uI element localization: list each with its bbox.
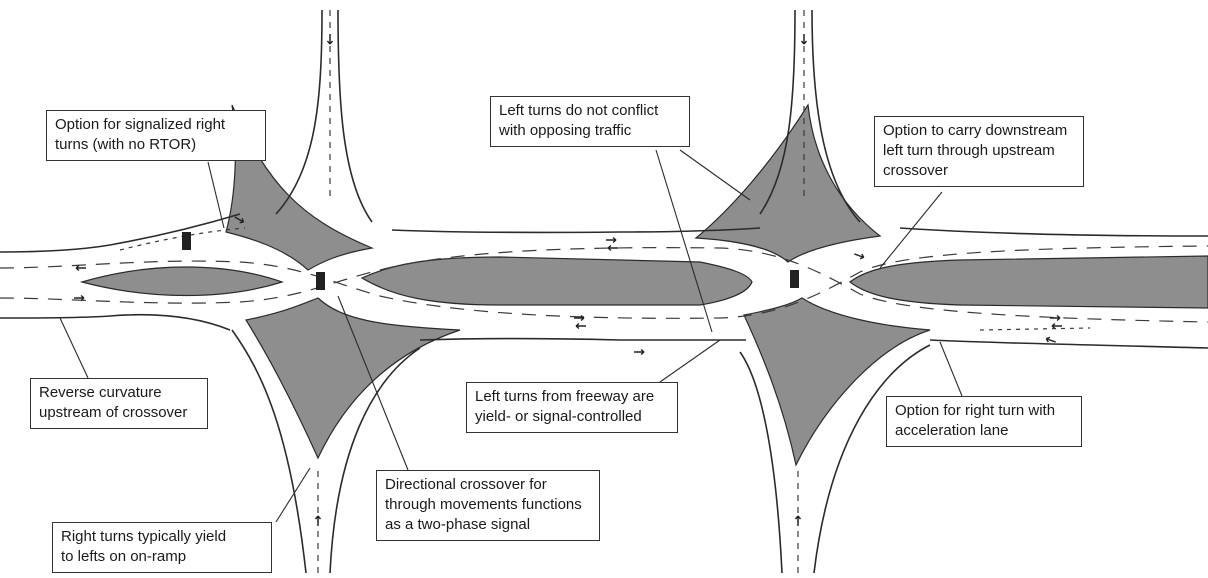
callout-reverse-curvature: Reverse curvature upstream of crossover — [30, 378, 208, 429]
callout-text: crossover — [883, 162, 949, 179]
arrow-icon — [75, 264, 86, 272]
arrow-icon — [574, 314, 585, 322]
callout-text: yield- or signal-controlled — [475, 408, 642, 425]
callout-text: acceleration lane — [895, 422, 1009, 439]
callout-text: to lefts on on-ramp — [61, 548, 187, 565]
callout-text: Option to carry downstream — [883, 122, 1068, 139]
arrow-icon — [800, 34, 808, 45]
median-center — [360, 256, 753, 306]
callout-text: Right turns typically yield — [61, 528, 227, 545]
signal-icon — [316, 272, 325, 290]
arrow-icon — [794, 515, 802, 526]
traffic-signals — [182, 232, 799, 290]
median-right-east — [849, 255, 1208, 309]
callout-text: Left turns from freeway are — [475, 388, 655, 405]
arrow-icon — [606, 236, 617, 244]
arrow-icon — [1051, 322, 1062, 330]
arrow-icon — [74, 294, 85, 302]
callout-downstream-left-turn: Option to carry downstream left turn thr… — [874, 116, 1084, 187]
island-right-north — [694, 103, 882, 263]
callout-left-turns-no-conflict: Left turns do not conflict with opposing… — [490, 96, 690, 147]
arrow-icon — [1050, 314, 1061, 322]
callout-text: Option for signalized right — [55, 116, 226, 133]
signal-icon — [790, 270, 799, 288]
callout-signalized-right-turns: Option for signalized right turns (with … — [46, 110, 266, 161]
callout-text: left turn through upstream — [883, 142, 1055, 159]
island-left-north — [225, 104, 375, 271]
island-left-south — [245, 297, 461, 460]
callout-text: turns (with no RTOR) — [55, 136, 197, 153]
leader-lines — [59, 149, 963, 523]
arrow-icon — [1045, 336, 1056, 343]
callout-text: Option for right turn with — [895, 402, 1056, 419]
direction-arrows — [74, 34, 1062, 526]
callout-text: Directional crossover for — [385, 476, 547, 493]
road-edges — [0, 9, 1208, 574]
callout-freeway-left-turns: Left turns from freeway are yield- or si… — [466, 382, 678, 433]
arrow-icon — [326, 34, 334, 45]
arrow-icon — [234, 216, 245, 224]
signal-icon — [182, 232, 191, 250]
arrow-icon — [634, 348, 645, 356]
callout-directional-crossover: Directional crossover for through moveme… — [376, 470, 600, 541]
median-islands — [79, 103, 1208, 467]
callout-text: upstream of crossover — [39, 404, 188, 421]
callout-text: Left turns do not conflict — [499, 102, 659, 119]
callout-right-turn-acceleration: Option for right turn with acceleration … — [886, 396, 1082, 447]
callout-right-turns-yield: Right turns typically yield to lefts on … — [52, 522, 272, 573]
callout-text: Reverse curvature — [39, 384, 162, 401]
arrow-icon — [607, 244, 618, 252]
callout-text: through movements functions — [385, 496, 582, 513]
arrow-icon — [314, 515, 322, 526]
arrow-icon — [854, 253, 865, 260]
median-left-west — [79, 266, 284, 297]
callout-text: with opposing traffic — [499, 122, 632, 139]
island-right-south — [743, 297, 931, 467]
arrow-icon — [575, 322, 586, 330]
callout-text: as a two-phase signal — [385, 516, 531, 533]
